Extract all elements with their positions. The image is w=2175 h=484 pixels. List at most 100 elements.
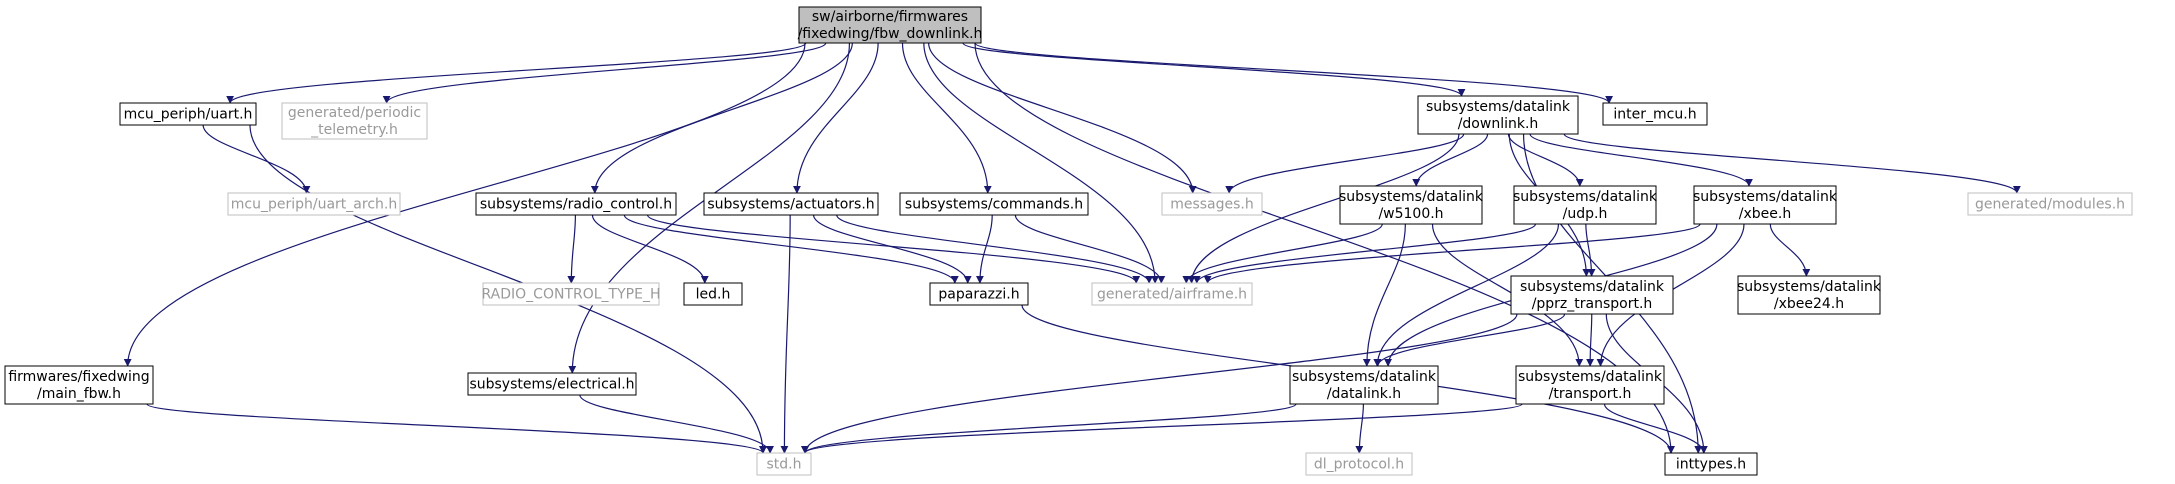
edge-electrical-to-std — [579, 394, 775, 454]
edge-downlink-to-messages — [1225, 133, 1465, 194]
node-label-inttypes: inttypes.h — [1676, 457, 1746, 473]
node-radiotype: RADIO_CONTROL_TYPE_H — [482, 282, 660, 306]
node-electrical[interactable]: subsystems/electrical.h — [467, 372, 637, 396]
edge-pprz-to-std — [801, 313, 1518, 454]
edge-commands-to-airframe — [1014, 214, 1166, 284]
edge-udp-to-datalink — [1373, 223, 1560, 367]
node-label-w5100: /w5100.h — [1378, 206, 1443, 222]
edge-root-to-messages — [928, 42, 1197, 194]
node-led[interactable]: led.h — [683, 282, 743, 306]
edge-actuators-to-paparazzi — [812, 214, 972, 284]
edge-root-to-radio — [590, 42, 853, 194]
node-label-mainfbw: firmwares/fixedwing — [8, 369, 149, 385]
node-paparazzi[interactable]: paparazzi.h — [929, 282, 1029, 306]
node-label-actuators: subsystems/actuators.h — [707, 197, 874, 213]
node-airframe: generated/airframe.h — [1091, 282, 1253, 306]
node-mainfbw[interactable]: firmwares/fixedwing/main_fbw.h — [4, 365, 154, 405]
node-actuators[interactable]: subsystems/actuators.h — [703, 192, 879, 216]
edge-udp-to-airframe — [1192, 223, 1537, 284]
edge-datalink-to-std — [801, 403, 1297, 454]
node-udp[interactable]: subsystems/datalink/udp.h — [1513, 185, 1658, 225]
node-box-uart — [119, 102, 257, 126]
node-std: std.h — [756, 452, 812, 476]
node-periodic: generated/periodic_telemetry.h — [281, 102, 428, 140]
node-label-datalink: /datalink.h — [1327, 386, 1401, 402]
node-intermcu[interactable]: inter_mcu.h — [1602, 102, 1708, 126]
node-box-datalink — [1289, 365, 1439, 405]
edge-pprz-to-datalink — [1373, 313, 1566, 367]
node-box-periodic — [281, 102, 428, 140]
node-w5100[interactable]: subsystems/datalink/w5100.h — [1339, 185, 1484, 225]
node-label-root: /fixedwing/fbw_downlink.h — [798, 26, 983, 42]
edge-downlink-to-udp — [1507, 133, 1584, 187]
node-uartarch: mcu_periph/uart_arch.h — [227, 192, 401, 216]
node-datalink[interactable]: subsystems/datalink/datalink.h — [1289, 365, 1439, 405]
edge-root-to-downlink — [962, 42, 1466, 97]
node-label-intermcu: inter_mcu.h — [1613, 107, 1696, 123]
edge-radio-to-airframe — [646, 214, 1141, 284]
edge-actuators-to-airframe — [836, 214, 1154, 284]
node-label-electrical: subsystems/electrical.h — [469, 377, 634, 393]
node-label-periodic: generated/periodic — [288, 105, 421, 121]
node-uart[interactable]: mcu_periph/uart.h — [119, 102, 257, 126]
node-label-mainfbw: /main_fbw.h — [37, 386, 121, 402]
node-xbee[interactable]: subsystems/datalink/xbee.h — [1693, 185, 1838, 225]
node-box-udp — [1513, 185, 1657, 225]
edge-w5100-to-datalink — [1362, 223, 1406, 367]
edge-xbee-to-airframe — [1203, 223, 1701, 284]
node-box-xbee24 — [1737, 275, 1881, 315]
node-box-radio — [475, 192, 677, 216]
node-box-led — [683, 282, 743, 306]
node-label-periodic: _telemetry.h — [310, 122, 398, 138]
node-box-root — [798, 6, 982, 44]
node-label-std: std.h — [767, 457, 802, 473]
node-box-transport — [1515, 365, 1665, 405]
node-box-pprz — [1510, 275, 1674, 315]
node-messages: messages.h — [1161, 192, 1263, 216]
node-box-electrical — [467, 372, 637, 396]
node-root: sw/airborne/firmwares/fixedwing/fbw_down… — [798, 6, 983, 44]
node-box-modules — [1967, 192, 2133, 216]
node-inttypes[interactable]: inttypes.h — [1664, 452, 1758, 476]
node-label-dlprotocol: dl_protocol.h — [1314, 457, 1404, 473]
edge-root-to-periodic — [382, 42, 827, 104]
edge-downlink-to-w5100 — [1412, 133, 1489, 187]
edge-w5100-to-airframe — [1182, 223, 1383, 284]
node-label-led: led.h — [696, 287, 731, 303]
node-label-commands: subsystems/commands.h — [905, 197, 1083, 213]
edge-root-to-uart — [226, 42, 807, 104]
node-label-messages: messages.h — [1170, 197, 1254, 213]
edge-uart-to-std — [249, 124, 767, 454]
node-label-xbee: subsystems/datalink — [1693, 189, 1838, 205]
node-downlink[interactable]: subsystems/datalink/downlink.h — [1417, 95, 1579, 135]
node-label-transport: subsystems/datalink — [1518, 369, 1663, 385]
edge-root-to-actuators — [792, 42, 879, 194]
node-box-mainfbw — [4, 365, 154, 405]
node-box-intermcu — [1602, 102, 1708, 126]
node-label-uart: mcu_periph/uart.h — [124, 107, 253, 123]
edge-uart-to-uartarch — [202, 124, 311, 194]
edge-xbee-to-xbee24 — [1769, 223, 1811, 277]
node-transport[interactable]: subsystems/datalink/transport.h — [1515, 365, 1665, 405]
node-pprz[interactable]: subsystems/datalink/pprz_transport.h — [1510, 275, 1674, 315]
node-label-xbee24: /xbee24.h — [1774, 296, 1844, 312]
node-label-transport: /transport.h — [1549, 386, 1632, 402]
node-radio[interactable]: subsystems/radio_control.h — [475, 192, 677, 216]
edge-downlink-to-modules — [1563, 133, 2021, 194]
node-label-downlink: subsystems/datalink — [1426, 99, 1571, 115]
node-dlprotocol: dl_protocol.h — [1305, 452, 1413, 476]
node-box-w5100 — [1339, 185, 1483, 225]
node-label-root: sw/airborne/firmwares — [812, 9, 968, 25]
node-label-xbee24: subsystems/datalink — [1737, 279, 1882, 295]
node-box-dlprotocol — [1305, 452, 1413, 476]
edge-transport-to-inttypes — [1603, 403, 1708, 454]
edge-root-to-mainfbw — [123, 42, 806, 367]
node-xbee24[interactable]: subsystems/datalink/xbee24.h — [1737, 275, 1882, 315]
edge-radio-to-led — [591, 214, 709, 284]
node-box-radiotype — [482, 282, 660, 306]
node-label-uartarch: mcu_periph/uart_arch.h — [231, 197, 397, 213]
dependency-edges — [123, 42, 2021, 454]
edge-transport-to-std — [801, 403, 1523, 454]
node-commands[interactable]: subsystems/commands.h — [899, 192, 1089, 216]
node-label-modules: generated/modules.h — [1975, 197, 2125, 213]
